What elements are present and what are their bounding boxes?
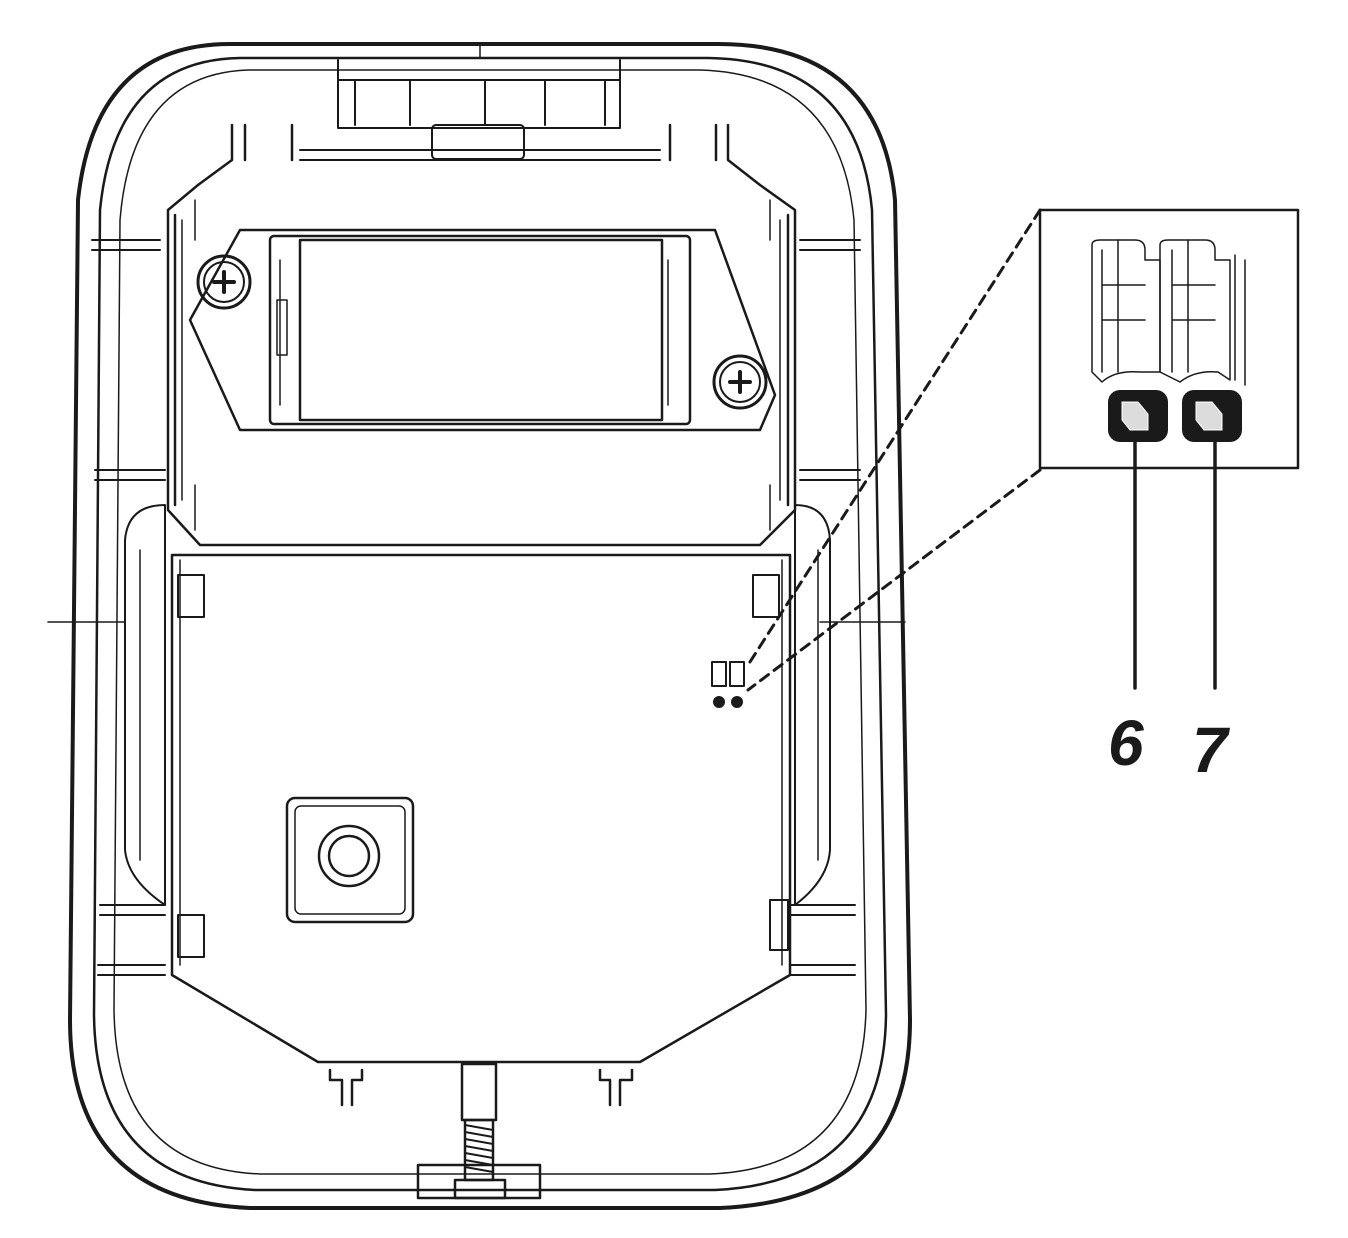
screw-right-icon — [712, 354, 768, 410]
battery-holder-frame — [166, 123, 797, 547]
callout-label-7: 7 — [1192, 714, 1231, 786]
dip-switch-small — [711, 661, 745, 708]
callout-label-6: 6 — [1108, 707, 1144, 779]
switch-7-icon — [1182, 390, 1242, 442]
screw-left-icon — [196, 254, 252, 310]
switch-6-icon — [1108, 390, 1168, 442]
inset-detail-box — [1038, 208, 1300, 470]
bottom-screw-icon — [416, 1062, 542, 1200]
bottom-pins — [328, 1068, 634, 1107]
top-clip — [299, 59, 661, 161]
callout-leader-lines — [746, 208, 1042, 692]
battery-compartment — [188, 228, 777, 432]
side-rails — [91, 239, 861, 976]
lower-body — [124, 504, 831, 1064]
callout-pointer-lines — [1133, 438, 1217, 690]
tamper-button-icon — [285, 796, 415, 924]
outer-housing — [47, 42, 912, 1210]
